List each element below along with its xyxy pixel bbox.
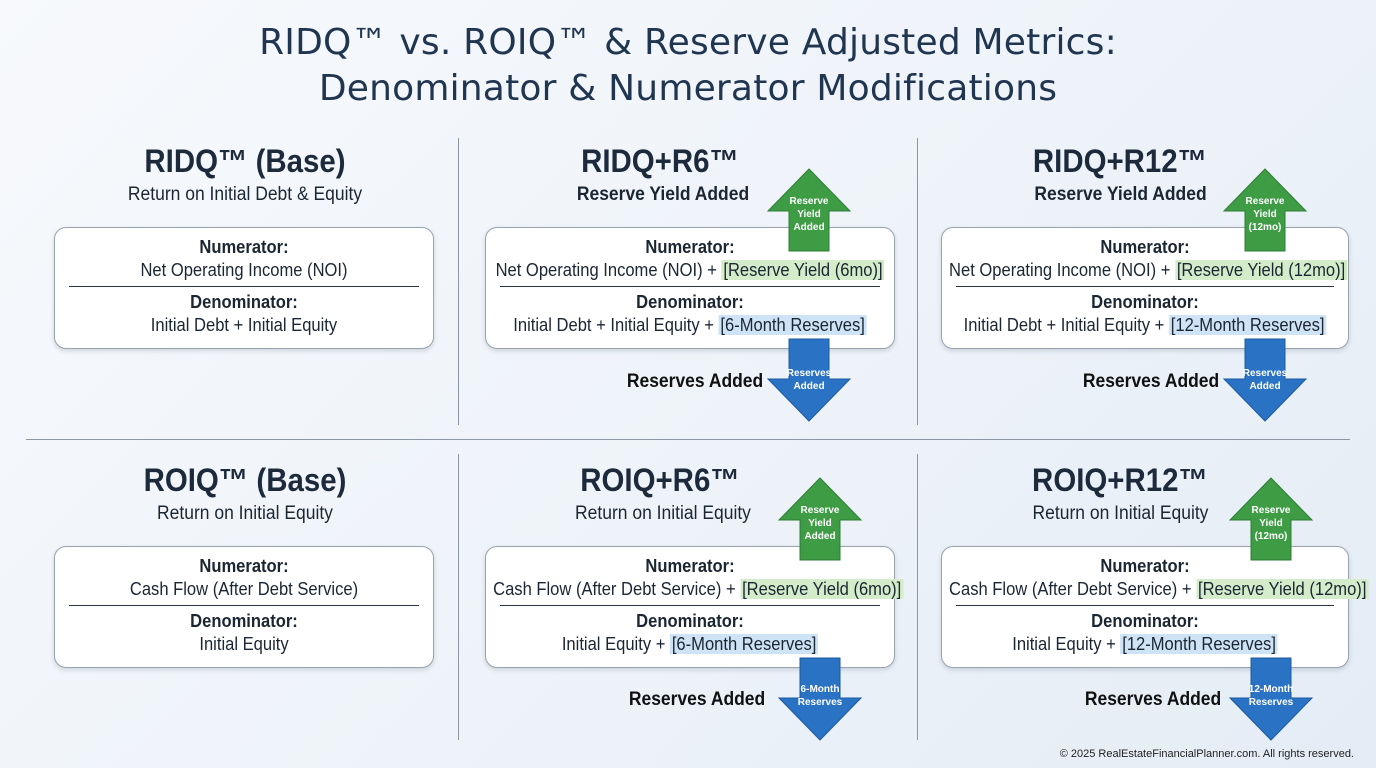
down-arrow-icon: Reserves Added	[1222, 337, 1308, 423]
numerator-base: Cash Flow (After Debt Service) +	[949, 579, 1197, 599]
denominator-added-highlight: [6-Month Reserves]	[718, 315, 867, 335]
numerator-label: Numerator:	[199, 556, 289, 576]
divider-vertical-bottom-right	[917, 454, 918, 740]
copyright-footer: © 2025 RealEstateFinancialPlanner.com. A…	[1059, 748, 1354, 760]
denominator-added-highlight: [12-Month Reserves]	[1120, 634, 1278, 654]
numerator-added-highlight: [Reserve Yield (6mo)]	[721, 260, 885, 280]
page-title: RIDQ™ vs. ROIQ™ & Reserve Adjusted Metri…	[0, 20, 1376, 112]
panel-title: ROIQ+R6™	[580, 462, 740, 498]
numerator-base: Net Operating Income (NOI) +	[949, 260, 1175, 280]
panel-ridq-r6: RIDQ+R6™ Reserve Yield Added Numerator: …	[459, 141, 895, 441]
down-arrow-text: 6-Month Reserves	[797, 684, 843, 708]
denominator-label: Denominator:	[1091, 292, 1199, 312]
panel-subtitle: Return on Initial Debt & Equity	[127, 184, 363, 205]
numerator-label: Numerator:	[645, 556, 735, 576]
numerator-base: Net Operating Income (NOI) +	[495, 260, 722, 280]
formula-card: Numerator: Cash Flow (After Debt Service…	[941, 546, 1369, 668]
fraction-line	[500, 286, 880, 287]
denominator-label: Denominator:	[1091, 611, 1199, 631]
down-arrow-text: Reserves Added	[786, 368, 832, 392]
denominator-added-highlight: [6-Month Reserves]	[669, 634, 819, 654]
denominator-label: Denominator:	[636, 292, 744, 312]
numerator-added-highlight: [Reserve Yield (12mo)]	[1196, 579, 1369, 599]
formula-card: Numerator: Net Operating Income (NOI) De…	[54, 227, 434, 349]
title-line-1: RIDQ™ vs. ROIQ™ & Reserve Adjusted Metri…	[259, 22, 1117, 63]
up-arrow-text: Reserve Yield Added	[800, 505, 840, 542]
fraction-line	[956, 605, 1334, 606]
panel-title: ROIQ+R12™	[1032, 462, 1208, 498]
panel-subtitle: Return on Initial Equity	[575, 503, 751, 524]
up-arrow-icon: Reserve Yield (12mo)	[1228, 476, 1314, 562]
denominator-label: Denominator:	[190, 292, 298, 312]
up-arrow-text: Reserve Yield (12mo)	[1251, 505, 1291, 542]
panel-subtitle: Return on Initial Equity	[1032, 503, 1209, 524]
divider-vertical-top-left	[458, 138, 459, 425]
divider-vertical-top-right	[917, 138, 918, 425]
denominator-base: Initial Equity +	[1012, 634, 1121, 654]
up-arrow-text: Reserve Yield (12mo)	[1245, 196, 1285, 233]
numerator-added-highlight: [Reserve Yield (12mo)]	[1174, 260, 1348, 280]
divider-horizontal	[26, 439, 1350, 440]
fraction-line	[69, 605, 419, 606]
denominator-base: Initial Debt + Initial Equity +	[963, 315, 1169, 335]
down-arrow-text: Reserves Added	[1242, 368, 1288, 392]
panel-subtitle: Reserve Yield Added	[576, 184, 750, 205]
panel-roiq-r12: ROIQ+R12™ Return on Initial Equity Numer…	[915, 460, 1369, 760]
fraction-line	[69, 286, 419, 287]
denominator-value: Initial Debt + Initial Equity	[150, 315, 338, 335]
numerator-value: Net Operating Income (NOI) + [Reserve Yi…	[949, 258, 1348, 282]
formula-card: Numerator: Cash Flow (After Debt Service…	[54, 546, 434, 668]
panel-ridq-r12: RIDQ+R12™ Reserve Yield Added Numerator:…	[915, 141, 1351, 441]
divider-vertical-bottom-left	[458, 454, 459, 740]
down-arrow-text: 12-Month Reserves	[1248, 684, 1294, 708]
denominator-label: Denominator:	[190, 611, 298, 631]
down-arrow-icon: Reserves Added	[766, 337, 852, 423]
panel-roiq-base: ROIQ™ (Base) Return on Initial Equity Nu…	[27, 460, 463, 760]
denominator-added-highlight: [12-Month Reserves]	[1168, 315, 1327, 335]
panel-title: RIDQ+R6™	[581, 143, 739, 179]
numerator-label: Numerator:	[645, 237, 735, 257]
numerator-value: Cash Flow (After Debt Service) + [Reserv…	[493, 577, 904, 601]
title-line-2: Denominator & Numerator Modifications	[318, 68, 1058, 109]
up-arrow-icon: Reserve Yield Added	[766, 167, 852, 253]
reserves-added-label: Reserves Added	[1084, 689, 1221, 710]
reserves-added-label: Reserves Added	[1082, 371, 1219, 392]
up-arrow-icon: Reserve Yield (12mo)	[1222, 167, 1308, 253]
down-arrow-icon: 6-Month Reserves	[777, 656, 863, 742]
numerator-label: Numerator:	[199, 237, 289, 257]
panel-subtitle: Reserve Yield Added	[1034, 184, 1207, 205]
denominator-label: Denominator:	[636, 611, 744, 631]
numerator-label: Numerator:	[1100, 237, 1190, 257]
fraction-line	[500, 605, 880, 606]
numerator-value: Cash Flow (After Debt Service) + [Reserv…	[949, 577, 1369, 601]
reserves-added-label: Reserves Added	[628, 689, 765, 710]
numerator-base: Cash Flow (After Debt Service) +	[493, 579, 741, 599]
up-arrow-text: Reserve Yield Added	[789, 196, 829, 233]
reserves-added-label: Reserves Added	[626, 371, 763, 392]
denominator-value: Initial Debt + Initial Equity + [12-Mont…	[949, 313, 1341, 337]
denominator-value: Initial Equity + [6-Month Reserves]	[493, 632, 887, 656]
formula-card: Numerator: Net Operating Income (NOI) + …	[941, 227, 1349, 349]
formula-card: Numerator: Cash Flow (After Debt Service…	[485, 546, 904, 668]
numerator-value: Net Operating Income (NOI)	[140, 260, 348, 280]
panel-subtitle: Return on Initial Equity	[157, 503, 333, 524]
numerator-value: Cash Flow (After Debt Service)	[129, 579, 359, 599]
panel-title: RIDQ+R12™	[1032, 143, 1208, 179]
denominator-value: Initial Debt + Initial Equity + [6-Month…	[493, 313, 887, 337]
panel-roiq-r6: ROIQ+R6™ Return on Initial Equity Numera…	[459, 460, 904, 760]
fraction-line	[956, 286, 1334, 287]
panel-title: RIDQ™ (Base)	[144, 143, 346, 179]
numerator-added-highlight: [Reserve Yield (6mo)]	[740, 579, 904, 599]
denominator-base: Initial Equity +	[561, 634, 670, 654]
denominator-value: Initial Equity	[199, 634, 289, 654]
panel-title: ROIQ™ (Base)	[143, 462, 347, 498]
denominator-value: Initial Equity + [12-Month Reserves]	[949, 632, 1341, 656]
up-arrow-icon: Reserve Yield Added	[777, 476, 863, 562]
numerator-label: Numerator:	[1100, 556, 1190, 576]
denominator-base: Initial Debt + Initial Equity +	[513, 315, 719, 335]
panel-ridq-base: RIDQ™ (Base) Return on Initial Debt & Eq…	[27, 141, 463, 441]
numerator-value: Net Operating Income (NOI) + [Reserve Yi…	[493, 258, 887, 282]
down-arrow-icon: 12-Month Reserves	[1228, 656, 1314, 742]
